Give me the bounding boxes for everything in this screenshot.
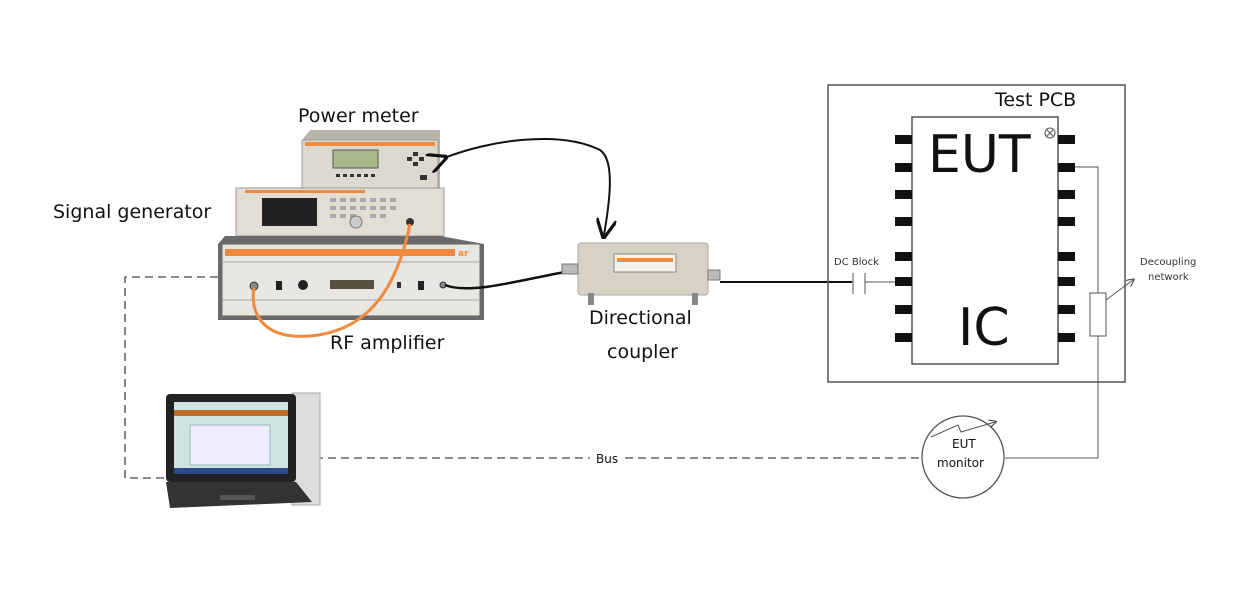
eut-ic-chip	[895, 116, 1075, 365]
eut-label: EUT	[928, 125, 1031, 185]
test-pcb-board	[827, 84, 1126, 383]
test-pcb-label: Test PCB	[994, 89, 1076, 111]
amp-brand-logo: ar	[458, 249, 469, 259]
power-meter	[301, 130, 440, 191]
dc-block-label: DC Block	[834, 257, 879, 268]
laptop-computer	[166, 392, 321, 508]
power-meter-label: Power meter	[298, 105, 419, 127]
ic-label: IC	[958, 298, 1010, 358]
decoupling-network-label-1: Decoupling	[1140, 257, 1196, 268]
rf-amplifier: ar	[218, 236, 484, 320]
sig-gen-to-amp-cable	[251, 223, 412, 338]
pin1-marker-icon	[1044, 127, 1056, 139]
decoupling-network-label-2: network	[1148, 272, 1189, 283]
decoupling-network	[1005, 166, 1133, 459]
signal-generator	[235, 187, 445, 237]
power-meter-coupler-link	[444, 137, 610, 235]
directional-coupler	[561, 242, 721, 305]
directional-coupler-label-2: coupler	[607, 341, 678, 363]
amp-to-coupler-cable	[444, 270, 566, 290]
rf-amplifier-label: RF amplifier	[330, 332, 445, 354]
dc-block-capacitor	[852, 273, 895, 294]
bus-label: Bus	[596, 452, 618, 466]
eut-monitor-label-1: EUT	[952, 437, 976, 451]
bus-connection	[124, 276, 922, 479]
signal-generator-label: Signal generator	[53, 201, 211, 223]
eut-monitor-label-2: monitor	[937, 456, 984, 470]
eut-monitor	[921, 415, 1005, 499]
directional-coupler-label-1: Directional	[589, 307, 692, 329]
